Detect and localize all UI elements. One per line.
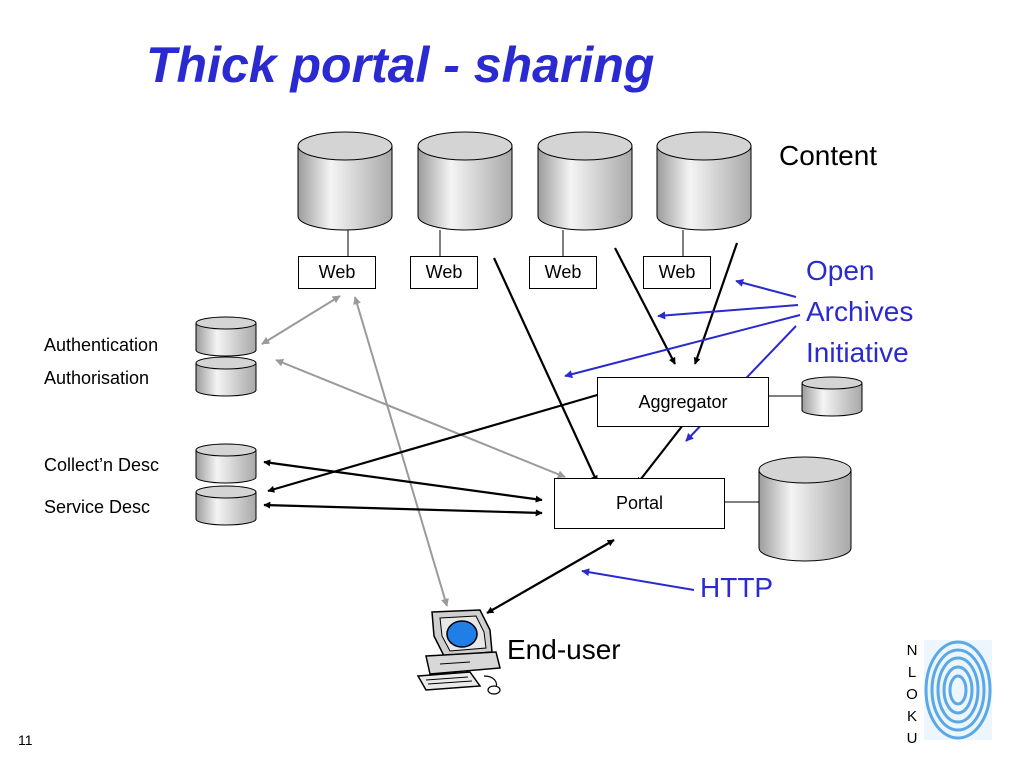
content-label: Content <box>779 140 878 171</box>
service-description-database <box>195 485 257 526</box>
slide-title: Thick portal - sharing <box>146 37 655 93</box>
page-number: 11 <box>18 732 33 748</box>
content-database-1 <box>297 131 393 231</box>
web-box-4: Web <box>643 256 711 289</box>
black-arrows <box>263 242 739 614</box>
content-database-2 <box>417 131 513 231</box>
content-connectors <box>347 230 684 256</box>
web-box-2: Web <box>410 256 478 289</box>
web-box-1: Web <box>298 256 376 289</box>
content-database-3 <box>537 131 633 231</box>
authorisation-database <box>195 356 257 397</box>
grey-arrows <box>261 295 566 607</box>
ukoln-logo-icon <box>924 640 992 740</box>
authentication-database <box>195 316 257 357</box>
aggregator-database <box>801 376 863 417</box>
portal-box: Portal <box>554 478 725 529</box>
content-database-4 <box>656 131 752 231</box>
end-user-label: End-user <box>507 634 621 665</box>
collection-description-database <box>195 443 257 484</box>
blue-arrows <box>564 278 801 591</box>
collection-description-label: Collect’n Desc <box>44 455 160 475</box>
computer-icon <box>416 609 501 695</box>
web-box-3: Web <box>529 256 597 289</box>
http-label: HTTP <box>700 572 774 603</box>
service-description-label: Service Desc <box>44 497 151 517</box>
authorisation-label: Authorisation <box>44 368 150 388</box>
ukoln-logo-letters: N L O K U <box>906 642 918 747</box>
portal-database <box>758 456 852 562</box>
authentication-label: Authentication <box>44 335 159 355</box>
aggregator-box: Aggregator <box>597 377 769 427</box>
open-archives-initiative-label: Open Archives Initiative <box>806 255 914 368</box>
